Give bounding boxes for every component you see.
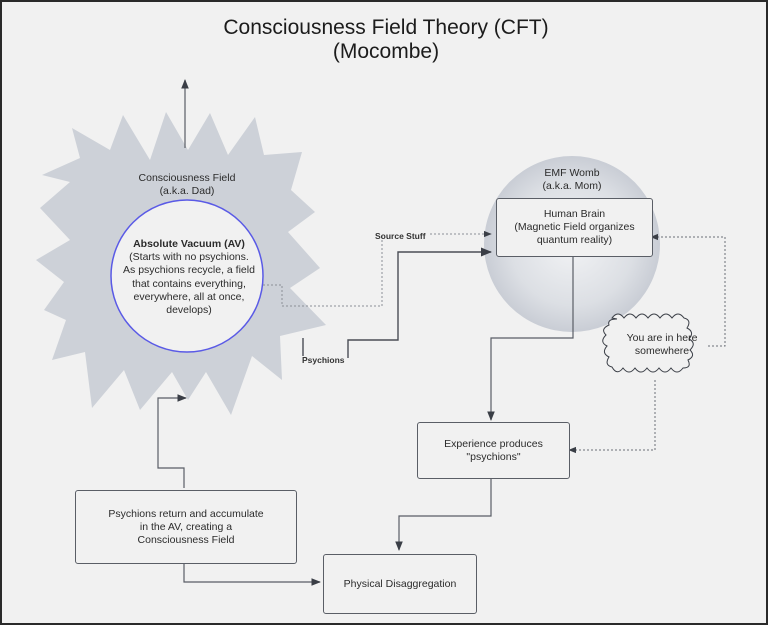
absolute-vacuum-line: that contains everything, (132, 277, 246, 290)
psychions-label: Psychions (302, 355, 345, 365)
experience-line: "psychions" (466, 450, 521, 463)
edge-return-to-field (157, 394, 187, 488)
you-are-here-line: You are in here (626, 332, 698, 344)
edge-you-to-brain (650, 233, 726, 347)
emf-womb-label: EMF Womb (a.k.a. Mom) (502, 167, 642, 193)
psychions-return-box[interactable]: Psychions return and accumulate in the A… (75, 490, 297, 564)
absolute-vacuum-heading: Absolute Vacuum (AV) (133, 238, 245, 250)
diagram-subtitle: (Mocombe) (332, 40, 440, 63)
you-are-here-line: somewhere (634, 345, 690, 357)
experience-box[interactable]: Experience produces "psychions" (417, 422, 570, 479)
physical-disaggregation-box[interactable]: Physical Disaggregation (323, 554, 477, 614)
absolute-vacuum-line: As psychions recycle, a field (123, 264, 255, 277)
edge-return-to-disaggregation (183, 561, 321, 586)
psychions-return-line: Consciousness Field (137, 533, 235, 546)
edge-brain-to-experience (487, 255, 574, 421)
psychions-return-line: in the AV, creating a (139, 520, 233, 533)
absolute-vacuum-circle[interactable] (110, 199, 264, 353)
source-stuff-label: Source Stuff (375, 231, 426, 241)
edge-experience-to-disaggregation (395, 477, 492, 551)
you-are-here-text: You are in here somewhere (607, 332, 717, 358)
you-are-here-burst[interactable] (602, 313, 694, 373)
consciousness-field-alias: (a.k.a. Dad) (159, 185, 215, 197)
consciousness-field-title: Consciousness Field (138, 172, 236, 184)
edge-psychions (302, 252, 491, 358)
human-brain-line: quantum reality) (536, 234, 613, 246)
edge-source-stuff (263, 234, 383, 307)
absolute-vacuum-text: Absolute Vacuum (AV) (Starts with no psy… (114, 238, 264, 317)
absolute-vacuum-line: everywhere, all at once, (133, 290, 245, 303)
absolute-vacuum-line: develops) (166, 304, 212, 317)
human-brain-line: (Magnetic Field organizes (514, 221, 635, 233)
physical-disaggregation-label: Physical Disaggregation (343, 577, 457, 590)
experience-line: Experience produces (444, 437, 543, 450)
diagram-title: Consciousness Field Theory (CFT) (223, 16, 549, 39)
emf-womb-title: EMF Womb (544, 167, 600, 179)
human-brain-title: Human Brain (543, 208, 606, 220)
absolute-vacuum-line: (Starts with no psychions. (129, 251, 249, 264)
psychions-return-line: Psychions return and accumulate (108, 507, 264, 520)
human-brain-box[interactable]: Human Brain (Magnetic Field organizes qu… (496, 198, 653, 257)
emf-womb-alias: (a.k.a. Mom) (542, 180, 602, 192)
edge-you-to-experience (568, 380, 656, 454)
consciousness-field-label: Consciousness Field (a.k.a. Dad) (112, 172, 262, 198)
